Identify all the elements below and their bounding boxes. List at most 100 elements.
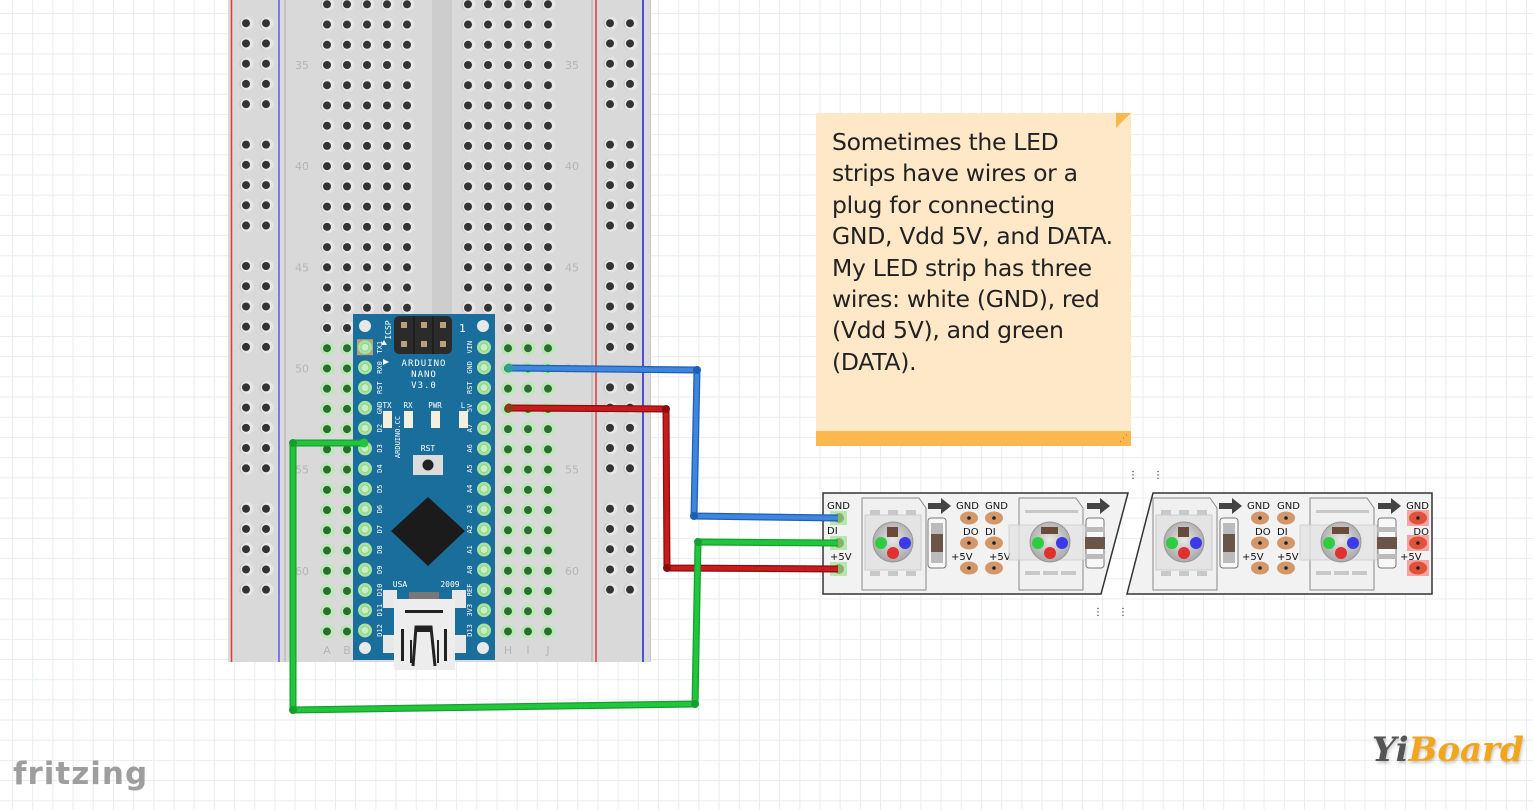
- breadboard-hole[interactable]: [320, 18, 335, 32]
- solder-pad[interactable]: [960, 536, 978, 550]
- breadboard-hole[interactable]: [541, 442, 556, 456]
- nano-pin-right[interactable]: VIN: [466, 340, 491, 355]
- breadboard-hole[interactable]: [481, 58, 496, 72]
- breadboard-hole[interactable]: [623, 340, 638, 354]
- breadboard-hole[interactable]: [360, 0, 375, 11]
- nano-pin-right[interactable]: A0: [466, 562, 491, 577]
- breadboard-hole[interactable]: [320, 0, 335, 11]
- nano-pin-left[interactable]: D7: [358, 522, 384, 537]
- breadboard-hole[interactable]: [623, 299, 638, 313]
- breadboard-hole[interactable]: [521, 200, 536, 214]
- breadboard-hole[interactable]: [501, 422, 516, 436]
- breadboard-hole[interactable]: [259, 138, 274, 152]
- breadboard-hole[interactable]: [360, 38, 375, 52]
- wire-bend-handle[interactable]: [289, 706, 297, 714]
- breadboard-hole[interactable]: [501, 139, 516, 153]
- breadboard-hole[interactable]: [501, 98, 516, 112]
- breadboard-hole[interactable]: [521, 382, 536, 396]
- breadboard-hole[interactable]: [603, 138, 618, 152]
- breadboard-hole[interactable]: [239, 380, 254, 394]
- breadboard-hole[interactable]: [541, 483, 556, 497]
- nano-pin-left[interactable]: D11: [358, 603, 384, 618]
- wire-end[interactable]: [504, 403, 514, 413]
- breadboard-hole[interactable]: [541, 179, 556, 193]
- solder-pad[interactable]: [1407, 535, 1429, 551]
- breadboard-hole[interactable]: [340, 341, 355, 355]
- nano-pin-right[interactable]: A2: [466, 522, 491, 537]
- breadboard-hole[interactable]: [259, 441, 274, 455]
- breadboard-hole[interactable]: [541, 584, 556, 598]
- nano-pin-left[interactable]: D5: [358, 481, 384, 496]
- breadboard-hole[interactable]: [541, 503, 556, 517]
- breadboard-hole[interactable]: [623, 461, 638, 475]
- breadboard-hole[interactable]: [259, 401, 274, 415]
- breadboard-hole[interactable]: [501, 119, 516, 133]
- breadboard-hole[interactable]: [360, 119, 375, 133]
- breadboard-hole[interactable]: [603, 502, 618, 516]
- breadboard-hole[interactable]: [501, 58, 516, 72]
- breadboard-hole[interactable]: [521, 503, 536, 517]
- breadboard-hole[interactable]: [461, 240, 476, 254]
- breadboard-hole[interactable]: [320, 321, 335, 335]
- breadboard-hole[interactable]: [320, 240, 335, 254]
- breadboard-hole[interactable]: [380, 58, 395, 72]
- breadboard-hole[interactable]: [239, 178, 254, 192]
- breadboard-hole[interactable]: [521, 220, 536, 234]
- breadboard-hole[interactable]: [461, 0, 476, 11]
- breadboard-hole[interactable]: [380, 179, 395, 193]
- breadboard-hole[interactable]: [239, 542, 254, 556]
- breadboard-hole[interactable]: [501, 382, 516, 396]
- breadboard-hole[interactable]: [320, 260, 335, 274]
- breadboard-hole[interactable]: [259, 57, 274, 71]
- nano-pin-right[interactable]: A1: [466, 542, 491, 557]
- breadboard-hole[interactable]: [623, 259, 638, 273]
- breadboard-hole[interactable]: [461, 139, 476, 153]
- breadboard-hole[interactable]: [340, 139, 355, 153]
- breadboard-hole[interactable]: [239, 340, 254, 354]
- nano-pin-right[interactable]: A6: [466, 441, 491, 456]
- breadboard-hole[interactable]: [320, 38, 335, 52]
- breadboard-hole[interactable]: [623, 421, 638, 435]
- breadboard-hole[interactable]: [541, 321, 556, 335]
- nano-pin-right[interactable]: GND: [466, 360, 491, 375]
- breadboard-hole[interactable]: [259, 178, 274, 192]
- breadboard-hole[interactable]: [239, 219, 254, 233]
- breadboard-hole[interactable]: [239, 299, 254, 313]
- breadboard-hole[interactable]: [259, 279, 274, 293]
- breadboard-hole[interactable]: [521, 483, 536, 497]
- breadboard-hole[interactable]: [320, 220, 335, 234]
- breadboard-hole[interactable]: [521, 442, 536, 456]
- breadboard-hole[interactable]: [360, 240, 375, 254]
- breadboard-hole[interactable]: [380, 18, 395, 32]
- breadboard-hole[interactable]: [259, 36, 274, 50]
- breadboard-hole[interactable]: [380, 281, 395, 295]
- breadboard-hole[interactable]: [603, 57, 618, 71]
- breadboard-hole[interactable]: [481, 281, 496, 295]
- breadboard-hole[interactable]: [239, 97, 254, 111]
- nano-pin-left[interactable]: GND: [358, 400, 384, 415]
- breadboard-hole[interactable]: [340, 382, 355, 396]
- breadboard-hole[interactable]: [501, 604, 516, 618]
- breadboard-hole[interactable]: [623, 219, 638, 233]
- breadboard-hole[interactable]: [380, 119, 395, 133]
- breadboard-hole[interactable]: [461, 98, 476, 112]
- breadboard-hole[interactable]: [623, 320, 638, 334]
- breadboard-hole[interactable]: [481, 159, 496, 173]
- data-wire[interactable]: [290, 440, 839, 713]
- breadboard-hole[interactable]: [340, 159, 355, 173]
- breadboard-hole[interactable]: [259, 299, 274, 313]
- breadboard-hole[interactable]: [320, 422, 335, 436]
- breadboard-hole[interactable]: [461, 78, 476, 92]
- nano-pin-right[interactable]: REF: [466, 582, 491, 597]
- nano-pin-left[interactable]: D8: [358, 542, 384, 557]
- breadboard-hole[interactable]: [501, 78, 516, 92]
- breadboard-hole[interactable]: [400, 240, 415, 254]
- breadboard-hole[interactable]: [541, 463, 556, 477]
- breadboard-hole[interactable]: [541, 98, 556, 112]
- breadboard-hole[interactable]: [501, 159, 516, 173]
- breadboard-hole[interactable]: [481, 38, 496, 52]
- breadboard-hole[interactable]: [521, 463, 536, 477]
- breadboard-hole[interactable]: [603, 320, 618, 334]
